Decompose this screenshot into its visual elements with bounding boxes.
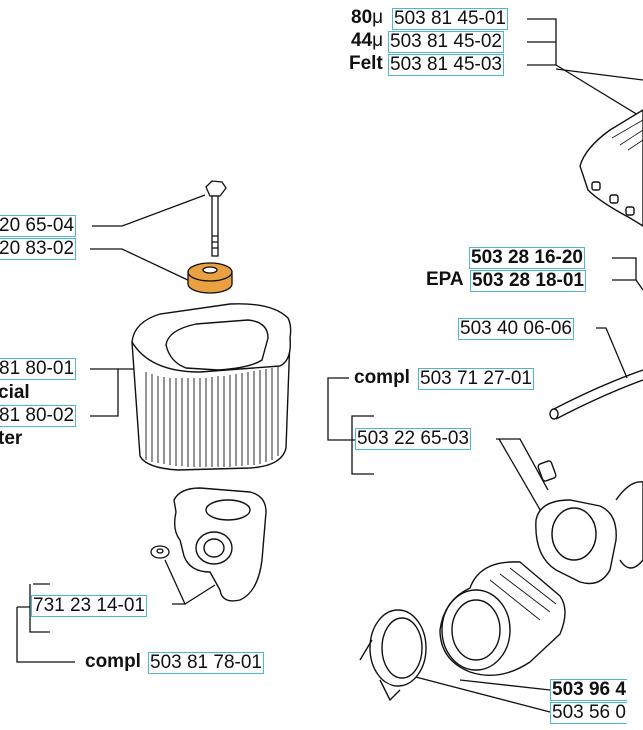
callout-503-81-45-01[interactable]: 503 81 45-01 [392, 8, 508, 30]
callout-nut[interactable]: 20 83-02 [0, 238, 77, 260]
special-label: cial [0, 382, 30, 403]
hose-part [549, 369, 643, 420]
leader-filter-to-part [555, 64, 643, 119]
callout-503-81-45-03[interactable]: 503 81 45-03 [388, 54, 504, 76]
callout-bolt[interactable]: 20 65-04 [0, 215, 77, 237]
rubber-boot-part [439, 561, 566, 677]
callout-boot[interactable]: 503 96 4 [550, 679, 627, 701]
bracket-part [173, 487, 267, 602]
callout-clamp[interactable]: 503 56 0 [550, 702, 627, 724]
leader-cover [612, 257, 637, 281]
callout-special-filter[interactable]: 81 80-02 [0, 405, 77, 427]
callout-cover-epa[interactable]: 503 28 18-01 [470, 270, 586, 292]
callout-hose[interactable]: 503 40 06-06 [458, 318, 574, 340]
callout-compl-bracket[interactable]: 503 81 78-01 [148, 652, 264, 674]
leader-washer-bracket [17, 583, 50, 633]
filter-80-prefix: 80μ [351, 7, 384, 28]
air-filter-part [131, 303, 292, 471]
leader-washer-2 [184, 584, 216, 605]
leader-compl-intake [327, 377, 356, 441]
leader-intake-sub-bracket [351, 415, 374, 475]
leader-bolt [92, 194, 206, 227]
leader-washer [164, 559, 187, 605]
leader-cover-to-part [635, 279, 643, 291]
filter-label: ter [0, 428, 23, 449]
leader-nut [90, 248, 193, 283]
leader-hose [596, 327, 628, 379]
leader-intake-sub [496, 438, 549, 491]
washer-part [150, 545, 170, 559]
compl-bracket-prefix: compl [85, 651, 141, 672]
clamp-part [359, 609, 427, 702]
leader-boot [459, 679, 551, 691]
filter-44-prefix: 44μ [351, 30, 384, 51]
callout-std-filter[interactable]: 81 80-01 [0, 358, 77, 380]
filter-felt-prefix: Felt [349, 53, 383, 74]
bolt-part [205, 180, 227, 257]
leader-filter-left [90, 368, 119, 417]
nut-part [187, 262, 233, 294]
compl-intake-prefix: compl [354, 367, 410, 388]
intake-manifold-part [535, 460, 643, 585]
callout-washer[interactable]: 731 23 14-01 [31, 595, 147, 617]
leader-filter-to-part-2 [555, 68, 643, 81]
leader-clamp [407, 674, 551, 713]
callout-intake-sub[interactable]: 503 22 65-03 [355, 428, 471, 450]
callout-compl-intake[interactable]: 503 71 27-01 [418, 368, 534, 390]
cover-epa-prefix: EPA [426, 269, 464, 290]
leader-compl-bracket [16, 607, 75, 663]
callout-cover-std[interactable]: 503 28 16-20 [469, 247, 585, 269]
filter-cover-part [579, 109, 643, 227]
callout-503-81-45-02[interactable]: 503 81 45-02 [388, 31, 504, 53]
